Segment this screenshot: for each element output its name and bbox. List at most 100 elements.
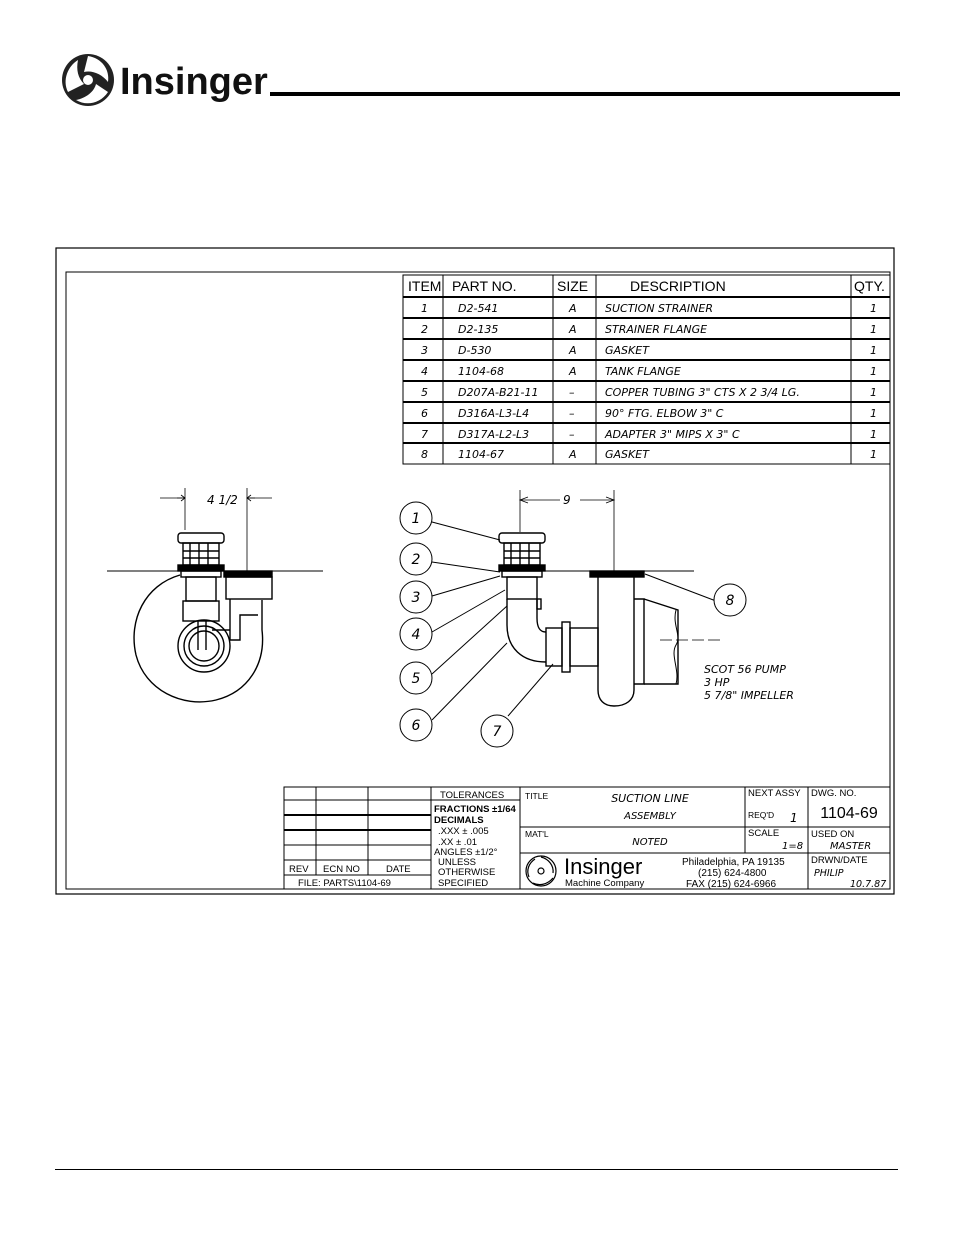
swirl-logo-icon bbox=[62, 54, 114, 106]
header-size: SIZE bbox=[557, 278, 588, 294]
cell-description: COPPER TUBING 3" CTS X 2 3/4 LG. bbox=[605, 386, 800, 399]
cell-part-no: D-530 bbox=[458, 344, 491, 357]
title-line-2: ASSEMBLY bbox=[623, 811, 677, 822]
cell-qty: 1 bbox=[870, 344, 877, 357]
cell-qty: 1 bbox=[870, 302, 877, 315]
tol-specified: SPECIFIED bbox=[438, 878, 488, 889]
tol-unless: UNLESS bbox=[438, 857, 476, 868]
scale-value: 1=8 bbox=[782, 841, 803, 852]
drawn-date: 10.7.87 bbox=[850, 879, 886, 890]
svg-text:2: 2 bbox=[412, 552, 421, 568]
insinger-logo: Insinger bbox=[62, 54, 268, 106]
front-view-pump bbox=[498, 490, 720, 707]
cell-item: 4 bbox=[421, 365, 428, 378]
ecn-label: ECN NO bbox=[323, 864, 360, 875]
cell-part-no: D207A-B21-11 bbox=[458, 386, 538, 399]
cell-part-no: D2-135 bbox=[458, 323, 498, 336]
tol-decimals: DECIMALS bbox=[434, 815, 484, 826]
tol-xx: .XX ± .01 bbox=[438, 837, 477, 848]
cell-item: 3 bbox=[421, 344, 428, 357]
drawn-label: DRWN/DATE bbox=[811, 855, 868, 866]
title-block bbox=[283, 786, 891, 890]
balloon-3: 3 bbox=[399, 580, 433, 614]
footer-rule bbox=[55, 1169, 898, 1170]
cell-description: STRAINER FLANGE bbox=[605, 323, 707, 336]
svg-text:8: 8 bbox=[726, 593, 735, 609]
brand-wordmark: Insinger bbox=[120, 61, 268, 103]
svg-text:5 7/8" IMPELLER: 5 7/8" IMPELLER bbox=[704, 689, 794, 702]
cell-qty: 1 bbox=[870, 428, 877, 441]
rev-label: REV bbox=[289, 864, 309, 875]
tol-otherwise: OTHERWISE bbox=[438, 867, 495, 878]
dwg-no-value: 1104-69 bbox=[820, 805, 878, 822]
cell-size: A bbox=[568, 365, 577, 378]
dwg-no-label: DWG. NO. bbox=[811, 788, 856, 799]
balloon-2: 2 bbox=[399, 542, 433, 576]
date-label: DATE bbox=[386, 864, 411, 875]
used-on-label: USED ON bbox=[811, 829, 854, 840]
cell-description: GASKET bbox=[605, 344, 650, 357]
cell-description: SUCTION STRAINER bbox=[605, 302, 713, 315]
company-phone: (215) 624-4800 bbox=[698, 868, 767, 879]
cell-size: – bbox=[569, 428, 575, 441]
cell-qty: 1 bbox=[870, 448, 877, 461]
header-rule bbox=[270, 92, 900, 96]
svg-text:3: 3 bbox=[412, 590, 421, 606]
cell-description: ADAPTER 3" MIPS X 3" C bbox=[604, 428, 740, 441]
balloon-1: 1 bbox=[399, 501, 433, 535]
cell-size: A bbox=[568, 323, 577, 336]
reqd-label: REQ'D bbox=[748, 810, 774, 820]
drawn-by: PHILIP bbox=[814, 868, 844, 879]
cell-size: A bbox=[568, 344, 577, 357]
pump-note: SCOT 56 PUMP 3 HP 5 7/8" IMPELLER bbox=[704, 663, 794, 702]
cell-item: 5 bbox=[421, 386, 428, 399]
svg-text:3 HP: 3 HP bbox=[704, 676, 730, 689]
header-description: DESCRIPTION bbox=[630, 278, 726, 294]
cell-part-no: 1104-67 bbox=[458, 448, 504, 461]
balloon-6: 6 bbox=[399, 708, 433, 742]
title-label: TITLE bbox=[525, 791, 548, 801]
svg-text:1: 1 bbox=[412, 511, 421, 527]
balloon-leaders bbox=[431, 521, 717, 721]
title-line-1: SUCTION LINE bbox=[611, 792, 689, 805]
next-assy-label: NEXT ASSY bbox=[748, 788, 801, 799]
company-name: Insinger bbox=[564, 854, 642, 879]
cell-size: – bbox=[569, 386, 575, 399]
company-address: Philadelphia, PA 19135 bbox=[682, 857, 785, 868]
cell-item: 6 bbox=[421, 407, 428, 420]
header-qty: QTY. bbox=[854, 278, 885, 294]
file-label: FILE: PARTS\1104-69 bbox=[298, 878, 391, 889]
matl-label: MAT'L bbox=[525, 829, 549, 839]
balloon-8: 8 bbox=[713, 583, 747, 617]
cell-item: 2 bbox=[421, 323, 428, 336]
header-part-no: PART NO. bbox=[452, 278, 517, 294]
tol-xxx: .XXX ± .005 bbox=[438, 826, 489, 837]
cell-qty: 1 bbox=[870, 386, 877, 399]
cell-size: A bbox=[568, 448, 577, 461]
cell-item: 1 bbox=[421, 302, 428, 315]
tolerances-title: TOLERANCES bbox=[440, 790, 504, 801]
matl-value: NOTED bbox=[632, 837, 668, 848]
cell-item: 7 bbox=[421, 428, 428, 441]
dimension-left: 4 1/2 bbox=[207, 493, 238, 507]
cell-part-no: D2-541 bbox=[458, 302, 498, 315]
svg-text:7: 7 bbox=[493, 724, 502, 740]
cell-item: 8 bbox=[421, 448, 428, 461]
svg-text:5: 5 bbox=[412, 671, 421, 687]
company-sub: Machine Company bbox=[565, 878, 644, 889]
parts-table bbox=[402, 274, 891, 465]
dimension-right: 9 bbox=[563, 493, 571, 507]
cell-size: – bbox=[569, 407, 575, 420]
svg-text:6: 6 bbox=[412, 718, 421, 734]
company-swirl-icon bbox=[525, 855, 557, 887]
svg-text:4: 4 bbox=[412, 627, 421, 643]
company-fax: FAX (215) 624-6966 bbox=[686, 879, 776, 890]
used-on-value: MASTER bbox=[830, 841, 871, 852]
cell-size: A bbox=[568, 302, 577, 315]
scale-label: SCALE bbox=[748, 828, 779, 839]
cell-qty: 1 bbox=[870, 323, 877, 336]
cell-description: TANK FLANGE bbox=[605, 365, 681, 378]
side-view-pump bbox=[107, 488, 323, 703]
tol-fractions: FRACTIONS ±1/64 bbox=[434, 804, 516, 815]
